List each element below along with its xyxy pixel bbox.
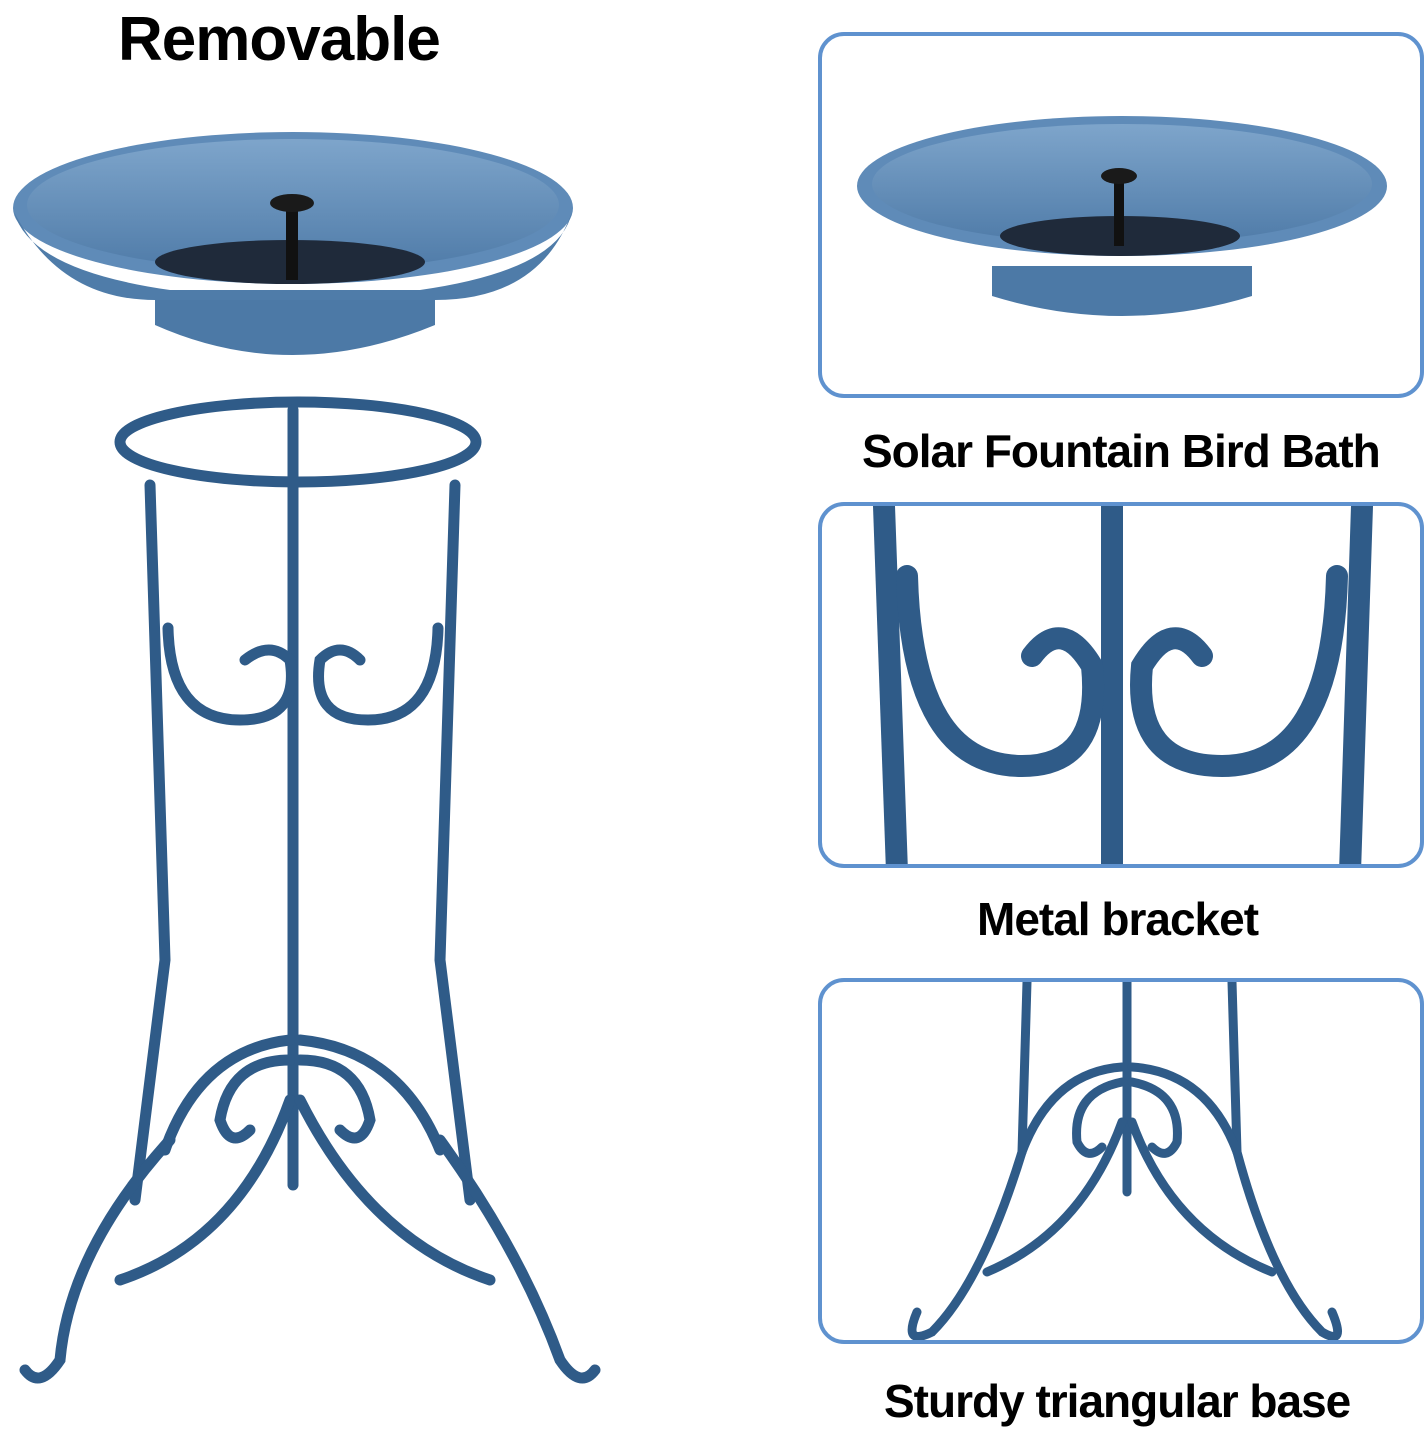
triangular-base-icon — [907, 982, 1343, 1340]
bird-bath-bowl-icon — [857, 116, 1387, 316]
stand-icon — [19, 396, 601, 1384]
bird-bath-illustration — [13, 132, 601, 1384]
metal-bracket-icon — [873, 506, 1373, 864]
feature-card-triangular-base — [818, 978, 1424, 1344]
bowl-icon — [13, 132, 573, 355]
feature-caption: Metal bracket — [977, 893, 1259, 945]
feature-card-metal-bracket — [818, 502, 1424, 868]
feature-card-bird-bath — [818, 32, 1424, 398]
feature-caption: Sturdy triangular base — [884, 1375, 1351, 1427]
feature-caption: Solar Fountain Bird Bath — [862, 425, 1381, 477]
headline: Removable — [118, 5, 441, 74]
